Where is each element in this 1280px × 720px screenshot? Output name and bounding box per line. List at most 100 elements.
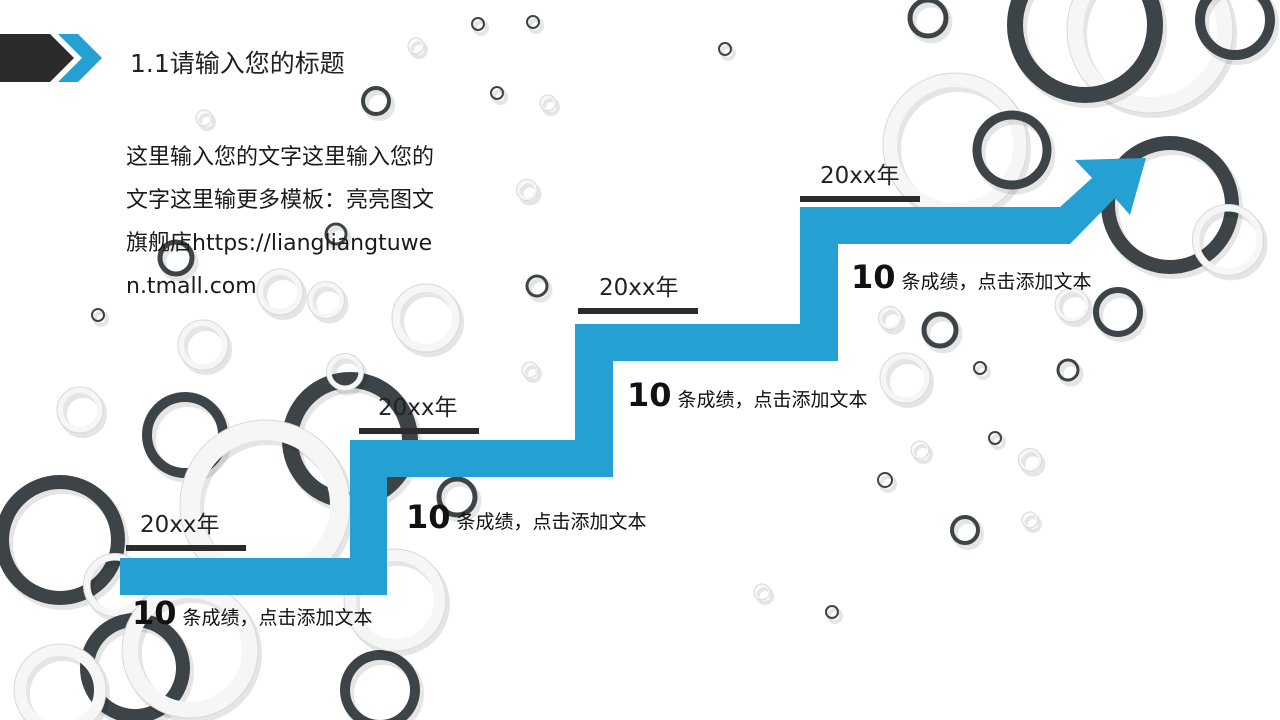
decorative-ring: [878, 306, 902, 330]
decorative-ring: [1192, 204, 1264, 276]
ring-shadow: [326, 225, 352, 251]
ring-shadow: [1057, 291, 1093, 327]
decorative-ring: [921, 311, 959, 349]
ring-shadow: [975, 364, 991, 380]
ring-shadow: [913, 444, 933, 464]
ring-edge: [326, 353, 364, 391]
ring-shadow: [410, 41, 428, 59]
decorative-ring: [392, 284, 460, 352]
decorative-ring: [525, 274, 549, 298]
step-1-number: 10: [132, 594, 177, 632]
ring-shadow: [518, 182, 542, 206]
decorative-ring: [57, 387, 103, 433]
decorative-ring: [471, 17, 485, 31]
ring-shadow: [492, 89, 508, 105]
step-4-line: [800, 196, 920, 202]
ring-edge: [1066, 0, 1234, 114]
ring-edge: [521, 361, 539, 379]
page-title: 1.1请输入您的标题: [130, 49, 345, 78]
ring-shadow: [524, 365, 542, 383]
decorative-ring: [178, 320, 228, 370]
ring-shadow: [952, 518, 984, 550]
decorative-ring: [344, 549, 446, 651]
decorative-ring: [972, 110, 1052, 190]
step-1-line: [126, 545, 246, 551]
ring-shadow: [909, 0, 953, 44]
step-3-text: 条成绩，点击添加文本: [677, 389, 868, 411]
step-3-line: [578, 308, 698, 314]
decorative-ring: [324, 222, 348, 246]
decorative-ring: [340, 650, 420, 720]
step-3-number: 10: [627, 376, 672, 414]
decorative-ring: [973, 361, 987, 375]
decorative-ring: [1022, 512, 1038, 528]
step-2-line: [359, 428, 479, 434]
decorative-ring: [1093, 287, 1143, 337]
ring-shadow: [527, 277, 553, 303]
ring-shadow: [1058, 361, 1084, 387]
body-text: 这里输入您的文字这里输入您的文字这里输更多模板：亮亮图文旗舰店https://l…: [126, 145, 435, 299]
decorative-ring: [825, 605, 839, 619]
step-2-text: 条成绩，点击添加文本: [456, 511, 647, 533]
decorative-ring: [196, 110, 212, 126]
step-1-year: 20xx年: [140, 512, 220, 538]
ring-shadow: [879, 475, 897, 493]
decorative-ring: [880, 353, 930, 403]
ring-shadow: [880, 309, 906, 335]
ring-edge: [1021, 511, 1039, 529]
header-arrow-icon: [0, 34, 102, 82]
decorative-ring: [408, 38, 424, 54]
ring-shadow: [1020, 451, 1046, 477]
decorative-ring: [1067, 0, 1233, 113]
ring-edge: [307, 281, 345, 319]
ring-edge: [177, 319, 229, 371]
decorative-ring: [0, 475, 125, 605]
ring-edge: [516, 179, 538, 201]
decorative-ring: [157, 239, 195, 277]
ring-shadow: [438, 479, 482, 523]
ring-shadow: [528, 18, 544, 34]
ring-edge: [195, 109, 213, 127]
ring-edge: [343, 548, 447, 652]
ring-shadow: [198, 113, 216, 131]
decorative-ring: [950, 515, 980, 545]
step-4-number: 10: [851, 258, 896, 296]
step-3-year: 20xx年: [599, 275, 679, 301]
decorative-ring: [1195, 0, 1275, 60]
ring-shadow: [990, 434, 1006, 450]
decorative-ring: [307, 281, 345, 319]
decorative-ring: [1055, 288, 1089, 322]
ring-edge: [1018, 448, 1042, 472]
decorative-ring: [1056, 358, 1080, 382]
decorative-ring: [361, 86, 391, 116]
decorative-ring: [490, 86, 504, 100]
decorative-ring: [257, 269, 303, 315]
decorative-ring: [522, 362, 538, 378]
step-1-text: 条成绩，点击添加文本: [182, 607, 373, 629]
ring-shadow: [542, 98, 560, 116]
ring-edge: [1054, 287, 1090, 323]
ring-edge: [391, 283, 461, 353]
ring-shadow: [93, 311, 109, 327]
decorative-ring: [516, 179, 538, 201]
decorative-ring: [988, 431, 1002, 445]
ring-edge: [1192, 204, 1264, 276]
ring-shadow: [1024, 515, 1042, 533]
ring-shadow: [473, 20, 489, 36]
decorative-ring: [718, 42, 732, 56]
ring-edge: [879, 352, 931, 404]
ring-edge: [910, 440, 930, 460]
ring-shadow: [827, 608, 843, 624]
step-4-text: 条成绩，点击添加文本: [901, 271, 1092, 293]
decorative-ring: [754, 584, 770, 600]
decorative-ring: [326, 353, 364, 391]
ring-edge: [878, 306, 902, 330]
decorative-ring: [526, 15, 540, 29]
step-4-year: 20xx年: [820, 163, 900, 189]
decorative-ring: [14, 644, 106, 720]
decorative-ring: [907, 0, 949, 39]
ring-shadow: [756, 587, 774, 605]
